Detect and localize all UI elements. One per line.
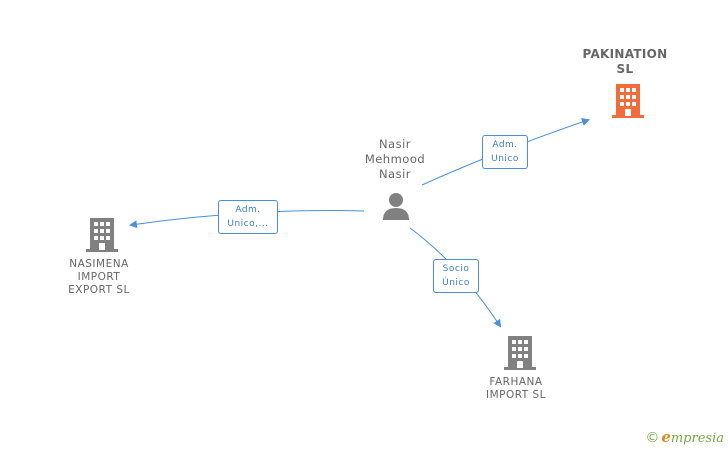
edge-label-line2: Unico,... xyxy=(227,219,269,229)
edge-label-to-farhana: Socio Único xyxy=(433,259,479,293)
node-label-line1: NASIMENA xyxy=(69,258,129,270)
edge-label-line2: Único xyxy=(442,278,470,288)
edge-label-line1: Socio xyxy=(442,264,470,274)
node-label-line1: Nasir xyxy=(378,137,412,151)
node-label-line2: IMPORT xyxy=(77,271,121,283)
brand-rest: mpresia xyxy=(670,431,724,446)
node-label-line3: EXPORT SL xyxy=(68,284,130,296)
node-label-line2: Mehmood xyxy=(364,152,426,166)
node-farhana[interactable]: FARHANA IMPORT SL xyxy=(466,376,566,402)
edge-label-to-nasimena: Adm. Unico,... xyxy=(218,200,278,234)
node-label-line2: SL xyxy=(616,62,634,76)
building-icon xyxy=(86,218,118,252)
node-nasimena[interactable]: NASIMENA IMPORT EXPORT SL xyxy=(49,258,149,297)
edge-label-line1: Adm. xyxy=(492,140,518,150)
building-icon xyxy=(504,336,536,370)
edge-label-to-pakination: Adm. Unico xyxy=(482,135,528,169)
brand-e: e xyxy=(661,428,671,446)
node-person[interactable]: Nasir Mehmood Nasir xyxy=(345,137,445,182)
node-label-line2: IMPORT SL xyxy=(485,389,547,401)
node-label-line3: Nasir xyxy=(378,167,412,181)
brand-logo: ©empresia xyxy=(645,428,724,446)
edge-label-line2: Unico xyxy=(491,154,519,164)
node-label-line1: PAKINATION xyxy=(582,47,668,61)
node-label-line1: FARHANA xyxy=(489,376,543,388)
node-pakination[interactable]: PAKINATION SL xyxy=(575,47,675,77)
copyright-symbol: © xyxy=(645,430,660,446)
person-icon xyxy=(383,193,409,220)
building-icon xyxy=(612,84,644,118)
edge-label-line1: Adm. xyxy=(235,205,261,215)
